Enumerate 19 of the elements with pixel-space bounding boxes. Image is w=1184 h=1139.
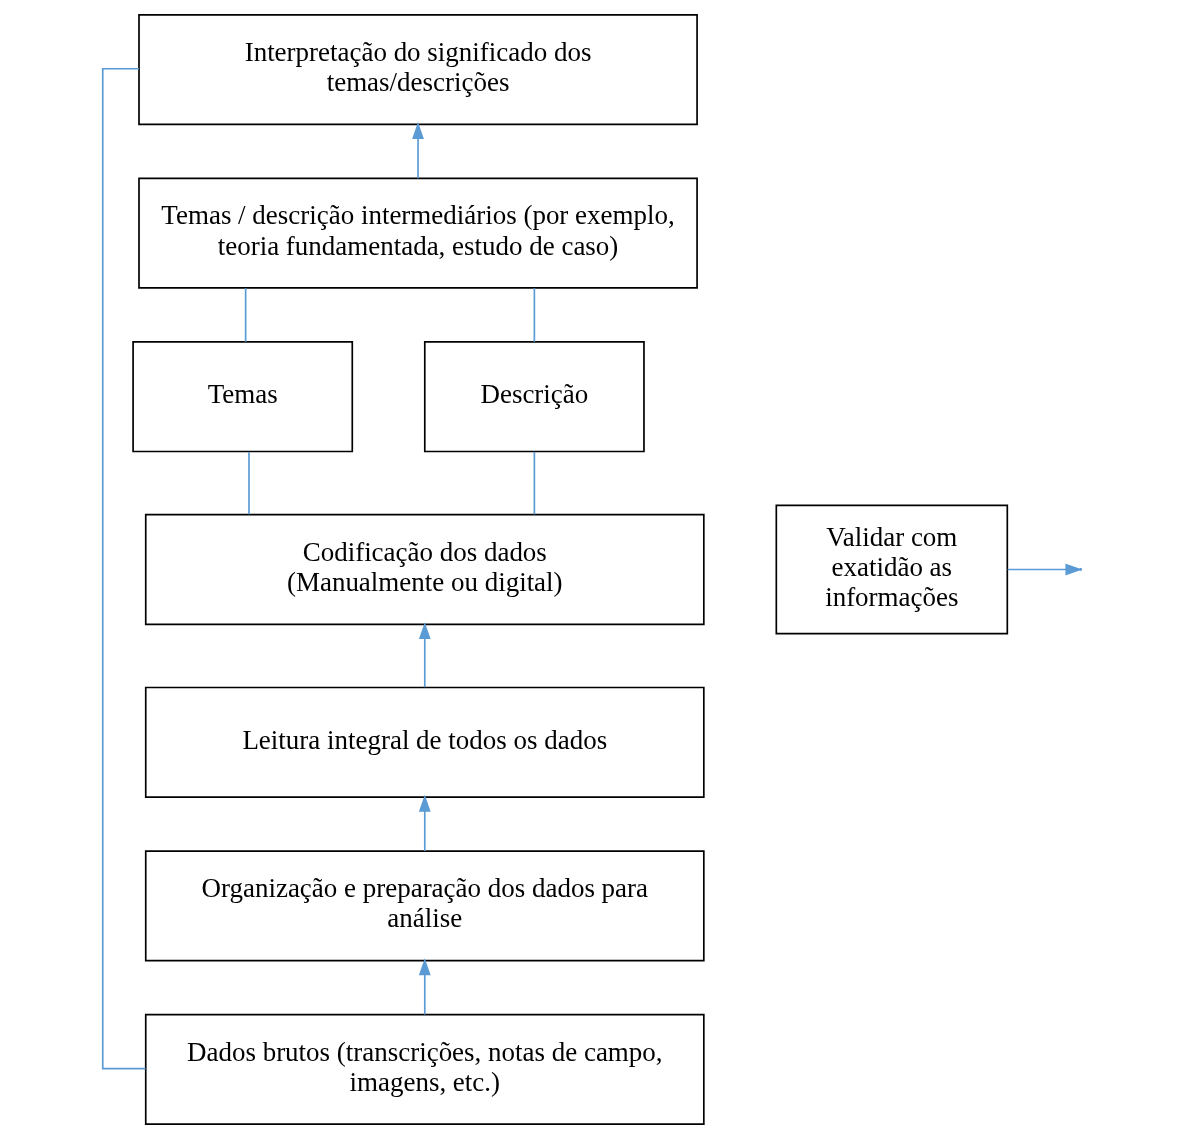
arrow	[418, 958, 431, 1016]
arrow	[412, 122, 424, 180]
node-box: Descrição	[423, 341, 645, 453]
arrow	[418, 794, 431, 852]
connector	[244, 287, 247, 343]
node-box: Validar com exatidão as informações	[775, 504, 1009, 635]
connector	[533, 451, 536, 516]
arrow	[1006, 563, 1083, 576]
arrow	[418, 622, 431, 688]
node-box: Leitura integral de todos os dados	[144, 686, 705, 798]
node-box: Temas	[132, 341, 354, 453]
connector	[533, 287, 536, 343]
node-box: Interpretação do significado dos temas/descrições	[138, 13, 698, 126]
node-box: Dados brutos (transcrições, notas de campo, imagens, etc.)	[144, 1013, 705, 1126]
connector	[248, 451, 250, 516]
connector	[101, 67, 147, 1070]
node-box: Organização e preparação dos dados para análise	[144, 850, 705, 962]
node-box: Codificação dos dados (Manualmente ou digital)	[144, 513, 705, 626]
node-box: Temas / descrição intermediários (por exemplo, teoria fundamentada, estudo de caso)	[138, 177, 698, 289]
